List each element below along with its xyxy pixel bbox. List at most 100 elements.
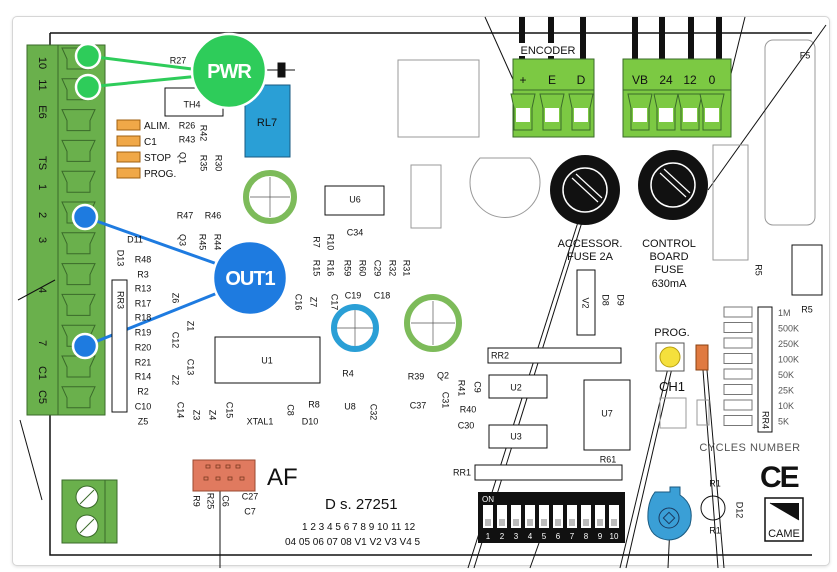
terminal-label: 7 <box>36 340 48 346</box>
cycles-value: 25K <box>778 386 794 396</box>
encoder-screw-slot[interactable] <box>574 108 588 122</box>
component-label: R40 <box>460 404 477 414</box>
dip-switch-lever <box>555 519 561 526</box>
component-label: Z5 <box>138 416 149 426</box>
out1-badge[interactable] <box>211 239 289 317</box>
cycles-jumper-slot[interactable] <box>723 415 753 426</box>
jumper-row-1: 1 2 3 4 5 6 7 8 9 10 11 12 <box>302 522 416 533</box>
led-label: C1 <box>144 137 157 148</box>
component-label: C29 <box>373 260 383 277</box>
component-label: R9 <box>192 495 202 507</box>
dip-switch-7[interactable] <box>567 505 577 528</box>
pwr-badge[interactable] <box>190 32 268 110</box>
dip-switch-2[interactable] <box>497 505 507 528</box>
prog-button[interactable] <box>659 346 681 368</box>
terminal-slot[interactable] <box>61 263 96 286</box>
terminal-label: 4 <box>36 287 48 293</box>
accessory-fuse-label: ACCESSOR. <box>558 238 623 250</box>
dip-number: 1 <box>486 532 491 541</box>
dip-number: 10 <box>610 532 619 541</box>
cycles-value: 1M <box>778 308 791 318</box>
terminal-slot[interactable] <box>61 139 96 162</box>
led <box>116 119 141 131</box>
power-screw-slot[interactable] <box>683 108 697 122</box>
component-label: R13 <box>135 283 152 293</box>
dip-switch-1[interactable] <box>483 505 493 528</box>
dip-number: 2 <box>500 532 505 541</box>
component-label: R3 <box>137 269 149 279</box>
led-label: PROG. <box>144 169 176 180</box>
terminal-slot[interactable] <box>61 109 96 132</box>
dip-switch-lever <box>499 519 505 526</box>
dip-switch-5[interactable] <box>539 505 549 528</box>
dip-switch-6[interactable] <box>553 505 563 528</box>
component-label: C7 <box>244 506 256 516</box>
ce-mark: CE <box>760 461 799 494</box>
dip-switch-3[interactable] <box>511 505 521 528</box>
terminal-label: C5 <box>36 390 48 404</box>
pwr-terminal-dot-10[interactable] <box>74 42 102 70</box>
component-label: R27 <box>170 55 187 65</box>
encoder-pin-label: + <box>519 73 526 87</box>
component-label: C8 <box>286 404 296 416</box>
terminal-slot[interactable] <box>61 170 96 193</box>
component-label: R5 <box>801 304 813 314</box>
cycles-jumper[interactable] <box>695 344 709 371</box>
cycles-jumper-slot[interactable] <box>723 368 753 380</box>
component-label: C31 <box>441 392 451 409</box>
component-label: Z3 <box>192 410 202 421</box>
encoder-screw-slot[interactable] <box>545 108 559 122</box>
board-cutout <box>764 39 816 226</box>
cycles-jumper-slot[interactable] <box>723 353 753 364</box>
terminal-label: 10 <box>36 57 48 69</box>
component-label: R48 <box>135 254 152 264</box>
cycles-jumper-slot[interactable] <box>723 337 753 349</box>
cycles-jumper-slot[interactable] <box>723 384 753 395</box>
terminal-slot[interactable] <box>61 386 96 409</box>
power-screw-slot[interactable] <box>659 108 673 122</box>
dip-number: 9 <box>598 532 603 541</box>
cycles-jumper-slot[interactable] <box>723 322 753 333</box>
dip-switch-9[interactable] <box>595 505 605 528</box>
terminal-slot[interactable] <box>61 232 96 255</box>
component-label: C34 <box>347 227 364 237</box>
component-label: R39 <box>408 371 425 381</box>
cycles-jumper-slot[interactable] <box>723 399 753 411</box>
cycles-jumper-slot[interactable] <box>723 306 753 318</box>
trimmer-potentiometer[interactable] <box>647 486 692 541</box>
out1-terminal-dot-7[interactable] <box>71 332 99 360</box>
dip-switch-4[interactable] <box>525 505 535 528</box>
dip-switch-8[interactable] <box>581 505 591 528</box>
component-outline <box>700 495 726 521</box>
component-label: Q3 <box>178 234 188 246</box>
dip-switch-10[interactable] <box>609 505 619 528</box>
dip-switch-lever <box>611 519 617 526</box>
component-label: R17 <box>135 298 152 308</box>
dip-switch-lever <box>513 519 519 526</box>
dip-switch-lever <box>541 519 547 526</box>
terminal-label: TS <box>36 156 48 170</box>
component-label: R8 <box>308 399 320 409</box>
pwr-terminal-dot-11[interactable] <box>74 73 102 101</box>
u2-chip <box>488 374 548 399</box>
component-outline <box>712 144 749 261</box>
power-screw-slot[interactable] <box>633 108 647 122</box>
encoder-screw-slot[interactable] <box>516 108 530 122</box>
power-screw-slot[interactable] <box>705 108 719 122</box>
cycles-title: CYCLES NUMBER <box>699 442 800 454</box>
power-pin-label: VB <box>632 73 648 87</box>
out1-terminal-dot-2[interactable] <box>71 203 99 231</box>
control-fuse-label-2: BOARD <box>649 251 688 263</box>
accessory-fuse[interactable] <box>550 155 620 225</box>
terminal-slot[interactable] <box>61 293 96 316</box>
terminal-slot[interactable] <box>61 355 96 378</box>
component-label: R60 <box>358 260 368 277</box>
capacitor-outline <box>469 157 541 218</box>
jumper-row-2: 04 05 06 07 08 V1 V2 V3 V4 5 <box>285 537 421 548</box>
af-connector[interactable] <box>192 459 256 492</box>
component-label: Z4 <box>208 410 218 421</box>
control-board-fuse[interactable] <box>638 150 708 220</box>
